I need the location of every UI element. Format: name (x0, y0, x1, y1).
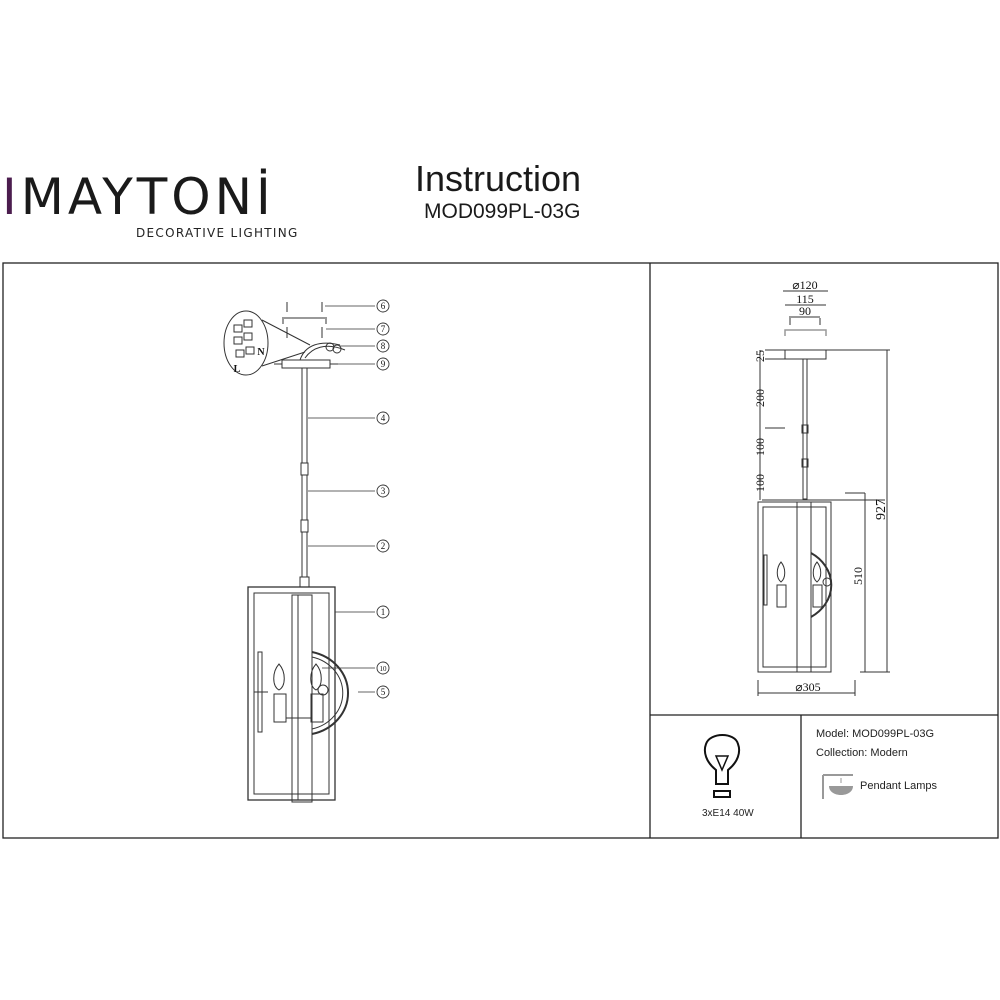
callout-3: 3 (381, 486, 386, 496)
callout-10: 10 (380, 665, 388, 673)
pendant-lamp-icon (822, 774, 853, 799)
wire-label-n: N (257, 347, 265, 358)
dim-rod-2: 100 (753, 438, 767, 456)
collection-label: Collection: (816, 747, 868, 759)
callout-6: 6 (381, 301, 386, 311)
dimension-drawing (757, 290, 890, 696)
brand-text: MAYTONİ (20, 168, 275, 226)
callout-4: 4 (381, 413, 386, 423)
model-code-heading: MOD099PL-03G (424, 200, 581, 223)
brand-logo: IMAYTONİ (2, 168, 275, 226)
callout-8: 8 (381, 341, 386, 351)
dim-canopy-diameter: ⌀120 (792, 278, 817, 292)
model-value: MOD099PL-03G (852, 728, 935, 740)
bulb-icon (703, 734, 741, 798)
callout-2: 2 (381, 541, 386, 551)
sheet-frame (2, 262, 999, 839)
wire-label-l: L (234, 364, 241, 375)
collection-value: Modern (870, 747, 908, 759)
dim-body-diameter: ⌀305 (795, 680, 820, 694)
assembly-drawing (223, 299, 390, 803)
model-row: Model: MOD099PL-03G (816, 728, 934, 740)
dim-rod-1: 200 (753, 389, 767, 407)
dim-body-height: 510 (851, 567, 865, 585)
callout-7: 7 (381, 324, 386, 334)
callout-1: 1 (381, 607, 386, 617)
dim-total-height: 927 (874, 499, 889, 520)
page-title: Instruction (415, 158, 582, 199)
dim-mount-width: 115 (796, 292, 814, 306)
collection-row: Collection: Modern (816, 747, 908, 759)
callout-5: 5 (381, 687, 386, 697)
dim-screw-spacing: 90 (799, 304, 811, 318)
dim-rod-3: 100 (753, 474, 767, 492)
callout-9: 9 (381, 359, 386, 369)
brand-tagline: DECORATIVE LIGHTING (136, 226, 299, 240)
model-label: Model: (816, 728, 850, 740)
category-label: Pendant Lamps (860, 780, 938, 792)
bulb-spec: 3xE14 40W (702, 808, 754, 819)
dim-canopy-height: 25 (753, 350, 767, 362)
